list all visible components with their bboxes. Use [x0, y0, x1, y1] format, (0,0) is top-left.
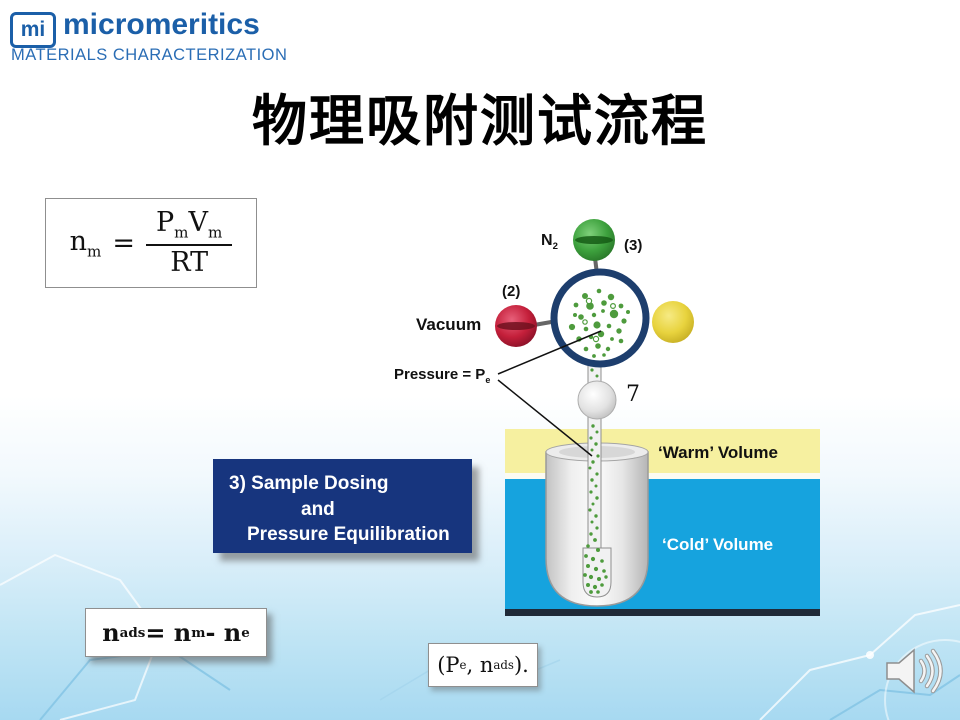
manifold-circle: [550, 268, 650, 368]
formula-nm-lhs: nm: [69, 225, 102, 261]
step-number: 7: [626, 382, 640, 407]
band-base-line: [505, 609, 820, 616]
n2-valve-icon: [573, 219, 615, 261]
speaker-glyph: [886, 648, 943, 694]
logo-subtitle: MATERIALS CHARACTERIZATION: [11, 46, 288, 64]
vacuum-label: Vacuum: [416, 315, 482, 334]
gas-molecules-tube: [583, 368, 608, 594]
warm-volume-label: ‘Warm’ Volume: [658, 443, 778, 462]
band-gap: [505, 473, 820, 479]
dosing-line-2: and: [301, 498, 335, 520]
formula-nm-numerator: PmVm: [146, 208, 233, 246]
pressure-pointer-lines: [497, 330, 602, 457]
formula-nm-denominator: RT: [170, 246, 209, 278]
dosing-line-3: Pressure Equilibration: [247, 524, 450, 546]
sample-tube-bulb: [582, 547, 612, 598]
gas-molecules-open: [582, 297, 616, 343]
pressure-label: Pressure = Pe: [394, 366, 491, 385]
dosing-line-1: 3) Sample Dosing: [229, 473, 389, 494]
slide-title: 物理吸附测试流程: [251, 90, 708, 152]
yellow-port-icon: [652, 301, 694, 343]
white-sphere-port: [577, 380, 617, 420]
vacuum-valve-icon: [495, 305, 537, 347]
n2-label: N2: [541, 232, 558, 253]
cold-volume-label: ‘Cold’ Volume: [662, 535, 774, 554]
logo-name: micromeritics: [63, 8, 260, 41]
valve-2-label: (2): [502, 283, 521, 300]
sample-dosing-callout: 3) Sample Dosing and Pressure Equilibrat…: [213, 459, 472, 553]
formula-nm-equals: =: [112, 227, 135, 259]
formula-nm-fraction: PmVm RT: [146, 208, 233, 278]
valve-3-label: (3): [624, 237, 643, 254]
formula-nm-box: nm = PmVm RT: [45, 198, 257, 288]
mi-logo-icon: mi: [10, 12, 56, 48]
audio-icon[interactable]: [884, 642, 948, 700]
